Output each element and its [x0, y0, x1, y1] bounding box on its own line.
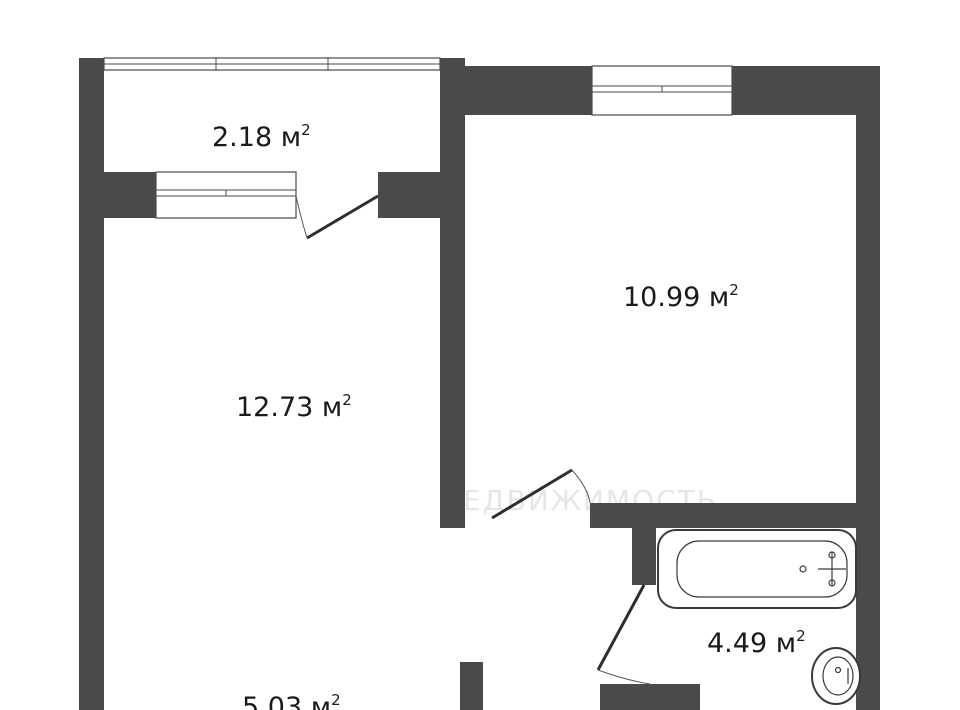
- wall-bath-bottom-b: [650, 684, 700, 710]
- wall-left-outer: [79, 58, 104, 710]
- window-balcony-door: [155, 171, 297, 219]
- window-bedroom: [591, 65, 733, 116]
- wall-right-outer: [856, 66, 880, 710]
- bathtub: [657, 529, 857, 609]
- wall-balcony-partition-right: [378, 172, 440, 218]
- door-bathroom: [596, 584, 651, 685]
- wall-bath-bottom-a: [600, 684, 650, 710]
- wall-bathroom-left: [632, 528, 656, 585]
- area-label-bathroom: 4.49 м2: [707, 627, 806, 659]
- wall-hall-stub: [460, 662, 483, 710]
- wall-bedroom-top-left: [440, 66, 592, 115]
- area-label-living-room: 12.73 м2: [236, 391, 352, 423]
- area-label-bedroom: 10.99 м2: [623, 281, 739, 313]
- wall-bedroom-left: [440, 208, 465, 528]
- area-label-hallway: 5.03 м2: [242, 691, 341, 710]
- sink: [811, 647, 861, 705]
- wall-bedroom-top-right: [732, 66, 880, 115]
- door-balcony: [295, 194, 379, 240]
- window-balcony-top: [103, 57, 441, 71]
- walls: [79, 58, 880, 710]
- wall-bedroom-bottom-right: [590, 503, 880, 528]
- wall-balcony-partition-left: [104, 172, 156, 218]
- door-bedroom: [491, 468, 591, 520]
- area-label-balcony: 2.18 м2: [212, 121, 311, 153]
